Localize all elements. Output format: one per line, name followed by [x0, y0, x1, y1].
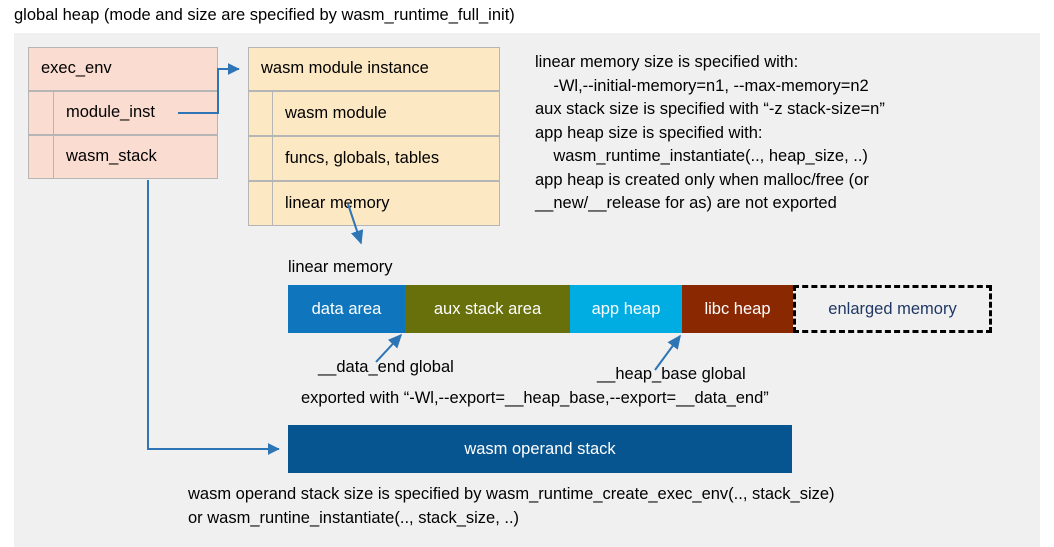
exec-env-header-box: exec_env — [28, 47, 218, 91]
wasm-operand-stack-label: wasm operand stack — [464, 439, 616, 458]
linear-memory-notes: linear memory size is specified with: -W… — [535, 53, 885, 212]
module-instance-field-linear-memory: linear memory — [272, 181, 500, 226]
memory-segment-libc-heap-label: libc heap — [704, 299, 771, 318]
wasm-operand-stack-box: wasm operand stack — [288, 425, 792, 473]
module-instance-field-funcs: funcs, globals, tables — [272, 136, 500, 181]
memory-segment-aux-stack-area: aux stack area — [405, 285, 570, 333]
exec-env-header-label: exec_env — [41, 59, 112, 78]
exec-env-field-module-inst: module_inst — [53, 91, 218, 135]
memory-segment-data-area-label: data area — [311, 299, 382, 318]
exec-env-field-wasm-stack-label: wasm_stack — [66, 147, 157, 166]
memory-segment-enlarged-memory: enlarged memory — [793, 285, 992, 333]
memory-segment-aux-stack-area-label: aux stack area — [433, 299, 542, 318]
memory-segment-libc-heap: libc heap — [682, 285, 793, 333]
annotation-data-end: __data_end global — [318, 358, 454, 376]
annotation-heap-base: __heap_base global — [597, 365, 746, 383]
memory-segment-app-heap-label: app heap — [591, 299, 661, 318]
module-instance-field-linear-memory-label: linear memory — [285, 193, 390, 212]
memory-segment-data-area: data area — [288, 285, 405, 333]
module-instance-field-wasm-module: wasm module — [272, 91, 500, 136]
page-title: global heap (mode and size are specified… — [14, 6, 515, 24]
module-instance-field-funcs-label: funcs, globals, tables — [285, 148, 440, 167]
linear-memory-caption: linear memory — [288, 258, 393, 276]
operand-stack-notes: wasm operand stack size is specified by … — [188, 485, 835, 527]
exec-env-field-wasm-stack: wasm_stack — [53, 135, 218, 179]
memory-segment-app-heap: app heap — [570, 285, 682, 333]
exec-env-field-module-inst-label: module_inst — [66, 103, 155, 122]
annotation-exported-with: exported with “-Wl,--export=__heap_base,… — [301, 389, 769, 407]
module-instance-header-label: wasm module instance — [261, 59, 429, 78]
module-instance-header-box: wasm module instance — [248, 47, 500, 91]
module-instance-field-wasm-module-label: wasm module — [285, 103, 387, 122]
memory-segment-enlarged-memory-label: enlarged memory — [828, 299, 957, 318]
